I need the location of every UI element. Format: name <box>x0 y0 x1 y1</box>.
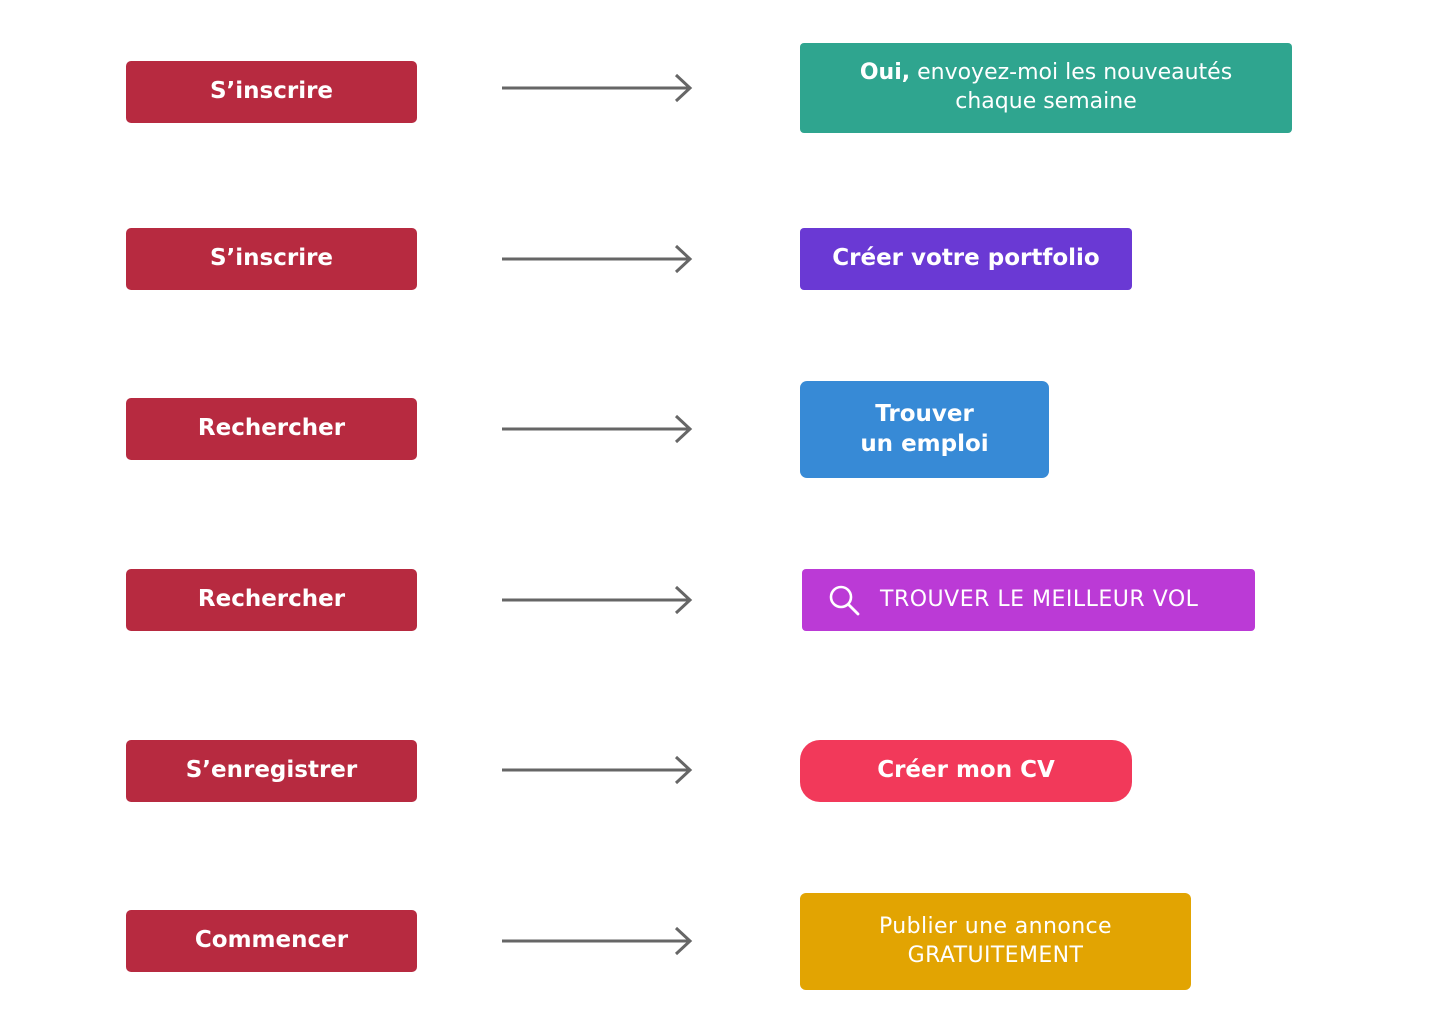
after-button-newsletter[interactable]: Oui, envoyez-moi les nouveautés chaque s… <box>800 43 1292 133</box>
after-button-label: Créer mon CV <box>877 757 1055 784</box>
arrow-icon <box>502 73 693 103</box>
before-button-5[interactable]: S’enregistrer <box>126 740 417 802</box>
before-button-4[interactable]: Rechercher <box>126 569 417 631</box>
arrow-icon <box>502 244 693 274</box>
before-button-3[interactable]: Rechercher <box>126 398 417 460</box>
arrow-icon <box>502 755 693 785</box>
after-button-line-1: Publier une annonce <box>878 913 1112 939</box>
after-button-label: TROUVER LE MEILLEUR VOL <box>880 586 1199 612</box>
arrow-icon <box>502 414 693 444</box>
before-button-label: Rechercher <box>197 415 346 442</box>
search-icon <box>829 585 860 616</box>
after-button-text: envoyez-moi les nouveautés <box>910 60 1233 86</box>
after-button-line-1: Oui, envoyez-moi les nouveautés <box>860 59 1232 88</box>
after-button-find-job[interactable]: Trouver un emploi <box>800 381 1049 478</box>
after-button-publish-ad[interactable]: Publier une annonce GRATUITEMENT <box>800 893 1191 990</box>
after-button-find-flight[interactable]: TROUVER LE MEILLEUR VOL <box>802 569 1255 631</box>
after-button-label: Créer votre portfolio <box>832 245 1100 272</box>
after-button-line-2: un emploi <box>860 430 989 457</box>
arrow-icon <box>502 585 693 615</box>
after-button-portfolio[interactable]: Créer votre portfolio <box>800 228 1132 290</box>
before-button-6[interactable]: Commencer <box>126 910 417 972</box>
before-button-label: S’enregistrer <box>185 757 358 784</box>
after-button-bold-text: Oui, <box>859 60 911 86</box>
before-button-1[interactable]: S’inscrire <box>126 61 417 123</box>
after-button-line-2: GRATUITEMENT <box>907 942 1084 968</box>
before-button-2[interactable]: S’inscrire <box>126 228 417 290</box>
before-button-label: Rechercher <box>197 586 346 613</box>
after-button-create-cv[interactable]: Créer mon CV <box>800 740 1132 802</box>
after-button-line-1: Trouver <box>875 400 974 427</box>
before-button-label: Commencer <box>194 927 349 954</box>
before-button-label: S’inscrire <box>209 78 334 105</box>
after-button-line-2: chaque semaine <box>955 89 1137 114</box>
before-button-label: S’inscrire <box>209 245 334 272</box>
arrow-icon <box>502 926 693 956</box>
